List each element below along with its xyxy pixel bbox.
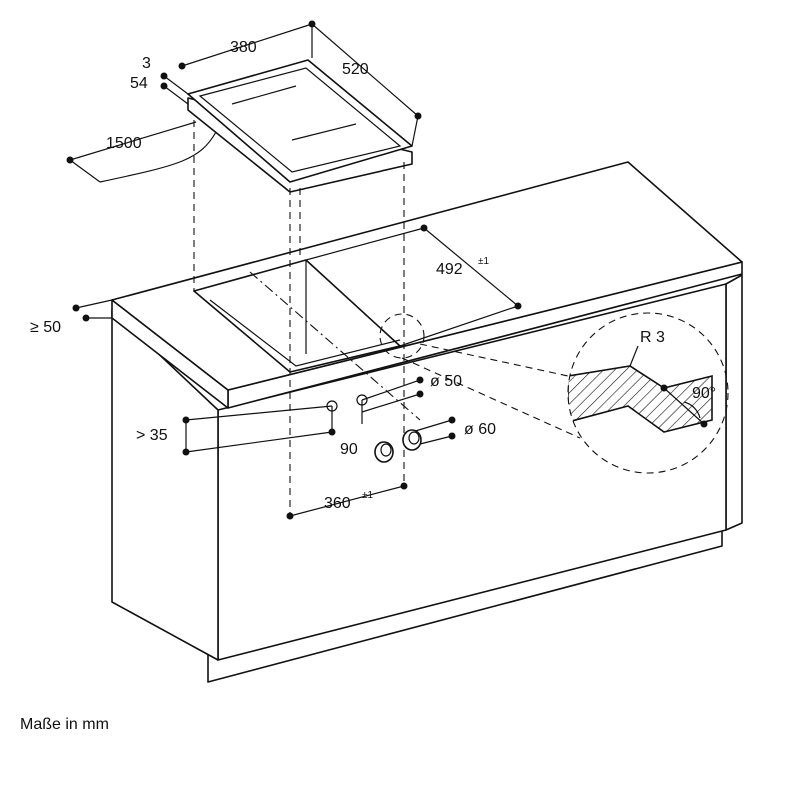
label-glass-thickness: 3	[142, 55, 151, 72]
label-detail-angle: 90°	[692, 385, 716, 402]
label-hob-height: 54	[130, 75, 148, 92]
cutout-inner-floor	[209, 299, 401, 367]
label-cutout-depth-tol: ±1	[478, 256, 489, 267]
dimension-dots	[66, 20, 522, 520]
detail-callout	[379, 312, 729, 474]
dimension-labels: 380 520 3 54 1500 492 ±1 ≥ 50 > 35 ø 50 …	[30, 39, 716, 512]
hole-left	[326, 400, 338, 412]
hob-zone-mark-1	[231, 85, 297, 105]
units-caption: Maße in mm	[20, 716, 109, 733]
label-cable-length: 1500	[106, 135, 142, 152]
knob-left	[374, 441, 394, 463]
knob-right	[402, 429, 422, 451]
label-front-distance: ≥ 50	[30, 319, 61, 336]
detail-worktop-section	[568, 365, 713, 433]
worktop	[111, 161, 743, 409]
hole-right	[356, 394, 368, 406]
detail-small-circle	[379, 313, 425, 359]
projection-lines	[193, 120, 421, 516]
cabinet-right-side	[725, 274, 743, 531]
label-hob-width: 380	[230, 39, 257, 56]
label-detail-radius: R 3	[640, 329, 665, 346]
label-cutout-width-tol: ±1	[362, 490, 373, 501]
label-knob-spacing: 90	[340, 441, 358, 458]
hob-glass-inner	[198, 67, 402, 173]
control-knobs	[326, 394, 422, 463]
label-hole-small: ø 50	[430, 373, 462, 390]
label-cutout-depth: 492	[436, 261, 463, 278]
detail-large-circle	[567, 312, 729, 474]
cabinet-left-side	[111, 309, 219, 661]
dimension-lines	[69, 23, 519, 517]
cable-left-end	[69, 159, 101, 183]
label-cutout-width: 360	[324, 495, 351, 512]
power-cable	[99, 131, 217, 183]
label-hole-large: ø 60	[464, 421, 496, 438]
hob-zone-mark-2	[291, 123, 357, 141]
label-hob-depth: 520	[342, 61, 369, 78]
hob	[69, 59, 413, 193]
label-below-distance: > 35	[136, 427, 168, 444]
